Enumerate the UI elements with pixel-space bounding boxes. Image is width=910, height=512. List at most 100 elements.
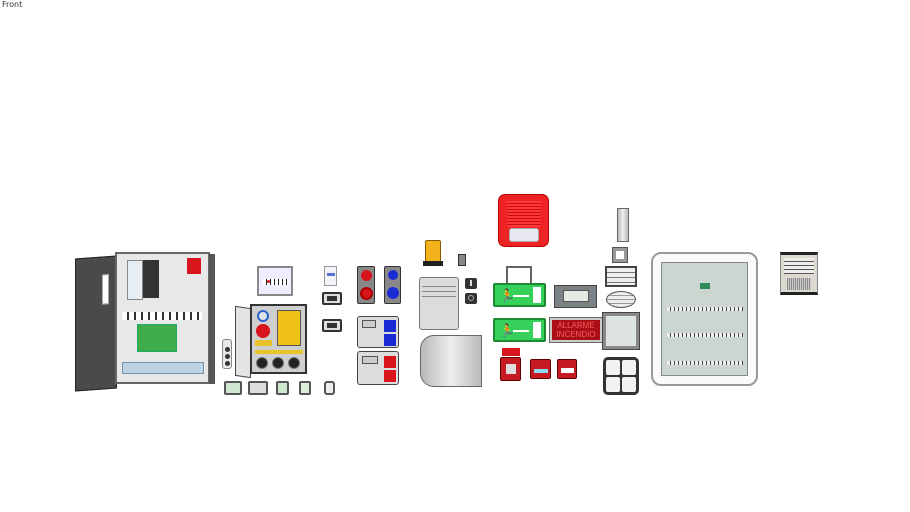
beacon-base bbox=[423, 261, 443, 266]
cabinet-side bbox=[209, 254, 215, 384]
pendant-button-3 bbox=[225, 361, 230, 366]
beacon-lens bbox=[425, 240, 441, 262]
pendant-button-1 bbox=[225, 347, 230, 352]
arrow-icon bbox=[513, 295, 529, 297]
siren-grille bbox=[507, 201, 541, 227]
emergency-stop bbox=[256, 324, 270, 338]
exit-sign-hanging[interactable]: 🏃 bbox=[493, 283, 546, 307]
main-distribution-board[interactable] bbox=[651, 252, 758, 386]
pendant-control[interactable] bbox=[222, 339, 232, 369]
drive-unit bbox=[143, 260, 159, 298]
four-pane-light[interactable] bbox=[603, 357, 639, 395]
door-icon bbox=[533, 287, 541, 303]
switch-rocker bbox=[327, 296, 337, 301]
square-wall-light[interactable] bbox=[612, 247, 628, 263]
door-icon bbox=[533, 322, 541, 338]
switch-block bbox=[362, 320, 376, 328]
socket-1 bbox=[256, 357, 268, 369]
pane bbox=[622, 360, 636, 375]
wall-light-cylinder[interactable] bbox=[617, 208, 629, 242]
yellow-control-plate bbox=[277, 310, 301, 346]
breakers bbox=[263, 279, 289, 285]
call-point-window bbox=[534, 369, 548, 373]
alarm-text-line2: INCENDIO bbox=[556, 330, 596, 339]
switch-rocker bbox=[327, 323, 337, 328]
intercom-panel[interactable] bbox=[780, 252, 818, 295]
small-distribution-box[interactable] bbox=[257, 266, 293, 296]
call-point-1[interactable] bbox=[500, 357, 521, 381]
grille-wall-light[interactable] bbox=[605, 266, 637, 287]
fire-siren[interactable] bbox=[498, 194, 549, 247]
pendant-button-2 bbox=[225, 354, 230, 359]
round-button[interactable] bbox=[465, 293, 477, 304]
socket-2 bbox=[272, 357, 284, 369]
switch-block bbox=[362, 356, 378, 364]
red-socket-box[interactable] bbox=[357, 351, 399, 385]
blue-socket-box[interactable] bbox=[357, 316, 399, 348]
call-point-window bbox=[506, 364, 516, 374]
breaker-row-3 bbox=[667, 361, 743, 365]
cabinet-body bbox=[115, 252, 210, 384]
socket-3 bbox=[288, 357, 300, 369]
wall-switch-plate-1[interactable] bbox=[322, 292, 342, 305]
panel-display bbox=[563, 290, 589, 302]
alarm-text-line1: ALLARME bbox=[557, 321, 595, 330]
small-outlet-1[interactable] bbox=[224, 381, 242, 395]
call-point-2[interactable] bbox=[530, 359, 551, 379]
breaker-row-1 bbox=[667, 307, 743, 311]
light-lens bbox=[616, 251, 624, 259]
blue-socket-column[interactable] bbox=[384, 266, 401, 304]
gate-motor-cover[interactable] bbox=[420, 335, 482, 387]
arrow-icon bbox=[513, 330, 529, 332]
thermostat-display bbox=[327, 273, 335, 276]
name-buttons bbox=[784, 258, 814, 274]
flashing-beacon[interactable] bbox=[421, 240, 445, 268]
control-board bbox=[137, 324, 177, 352]
call-point-3[interactable] bbox=[557, 359, 577, 379]
fire-alarm-sign[interactable]: ALLARME INCENDIO bbox=[549, 317, 603, 343]
panel-door bbox=[235, 305, 251, 379]
small-outlet-5[interactable] bbox=[324, 381, 335, 395]
blue-outlet-1 bbox=[384, 320, 396, 332]
gate-motor-unit[interactable] bbox=[419, 277, 459, 330]
strobe-lens bbox=[509, 228, 539, 242]
view-label: Front bbox=[2, 0, 23, 9]
speaker-grille bbox=[787, 278, 811, 290]
red-socket-column[interactable] bbox=[357, 266, 375, 304]
socket-strip bbox=[255, 350, 303, 354]
small-outlet-3[interactable] bbox=[276, 381, 289, 395]
pane bbox=[606, 360, 620, 375]
meter bbox=[700, 283, 710, 289]
call-point-window bbox=[561, 368, 574, 373]
pane bbox=[606, 377, 620, 392]
breaker-red bbox=[267, 280, 270, 283]
key-icon bbox=[470, 280, 472, 286]
terminal-strip bbox=[122, 362, 204, 374]
wall-thermostat[interactable] bbox=[324, 266, 337, 286]
small-outlet-2[interactable] bbox=[248, 381, 268, 395]
rotary-switch-blue bbox=[257, 310, 269, 322]
oval-bulkhead-light[interactable] bbox=[606, 291, 636, 308]
elevator-control-cabinet[interactable] bbox=[75, 252, 215, 392]
warning-label bbox=[255, 340, 272, 346]
board-glass bbox=[661, 262, 748, 376]
red-socket-top bbox=[361, 270, 372, 281]
running-man-icon: 🏃 bbox=[499, 323, 516, 338]
breaker-row-2 bbox=[667, 333, 743, 337]
fire-control-panel[interactable] bbox=[554, 285, 597, 308]
call-point-label bbox=[502, 348, 520, 356]
square-ceiling-light[interactable] bbox=[602, 312, 640, 350]
wall-switch-plate-2[interactable] bbox=[322, 319, 342, 332]
transformer bbox=[187, 258, 201, 274]
gate-photocell[interactable] bbox=[458, 254, 466, 266]
exit-sign-wall[interactable]: 🏃 bbox=[493, 318, 546, 342]
small-outlet-4[interactable] bbox=[299, 381, 311, 395]
button-ring-icon bbox=[468, 295, 474, 301]
industrial-socket-panel[interactable] bbox=[235, 304, 307, 379]
panel-body bbox=[250, 304, 307, 374]
door-window bbox=[102, 274, 109, 305]
key-switch[interactable] bbox=[465, 278, 477, 289]
blue-socket-top bbox=[388, 270, 398, 280]
blue-socket-bottom bbox=[387, 287, 399, 299]
motor-vents bbox=[422, 282, 456, 298]
